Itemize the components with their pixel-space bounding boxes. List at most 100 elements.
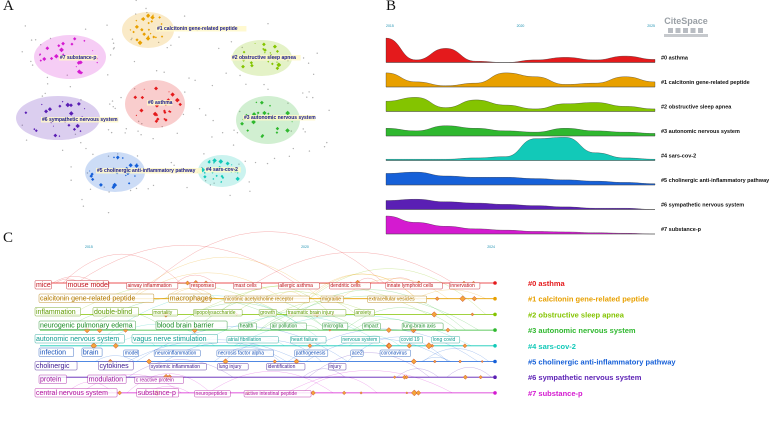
row-end <box>493 297 497 301</box>
scatter-node <box>137 130 138 131</box>
scatter-node <box>317 53 318 54</box>
keyword-label: protein <box>40 377 62 384</box>
timeline-legend-label: #3 autonomic nervous system <box>528 326 636 335</box>
timeline-node <box>311 391 316 396</box>
scatter-node <box>233 130 234 131</box>
scatter-node <box>85 148 86 149</box>
scatter-node <box>35 39 36 40</box>
scatter-node <box>47 83 48 84</box>
scatter-node <box>110 54 111 55</box>
scatter-node <box>199 108 200 109</box>
timeline-legend-label: #0 asthma <box>528 279 566 288</box>
timeline-legend-label: #7 substance-p <box>528 389 583 398</box>
keyword-label: lung-brain axis <box>403 324 436 330</box>
keyword-label: systemic inflammation <box>151 364 200 370</box>
keyword-label: microglia <box>323 324 343 330</box>
citation-arc <box>209 371 334 393</box>
keyword-label: lung injury <box>219 364 242 370</box>
scatter-node <box>45 93 46 94</box>
row-end <box>493 344 497 348</box>
scatter-node <box>108 212 109 213</box>
timeline-legend-label: #5 cholinergic anti-inflammatory pathway <box>528 358 676 367</box>
scatter-node <box>245 161 246 162</box>
scatter-node <box>324 146 325 147</box>
scatter-node <box>32 64 33 65</box>
scatter-node <box>140 134 141 135</box>
stream-label: #2 obstructive sleep apnea <box>661 105 732 111</box>
keyword-label: mast cells <box>234 283 257 289</box>
keyword-label: coronavirus <box>381 351 407 357</box>
scatter-node <box>92 154 93 155</box>
timeline-node <box>407 343 412 348</box>
scatter-node <box>167 47 168 48</box>
stream-label: #4 sars-cov-2 <box>661 154 696 160</box>
keyword-label: pathogenesis <box>296 351 326 357</box>
scatter-node <box>145 8 146 9</box>
citation-arc <box>302 376 377 393</box>
timeline-node <box>479 375 483 379</box>
scatter-node <box>328 110 329 111</box>
timeline-node <box>459 360 462 363</box>
scatter-node <box>107 74 108 75</box>
stream-area <box>386 216 655 234</box>
timeline-node <box>342 391 346 395</box>
logo-block <box>676 28 681 33</box>
cluster-label: #6 sympathetic nervous system <box>42 117 118 123</box>
cluster-label: #2 obstructive sleep apnea <box>232 55 296 61</box>
scatter-node <box>120 97 121 98</box>
timeline-node <box>446 328 450 332</box>
scatter-node <box>148 188 149 189</box>
keyword-label: nervous system <box>342 337 377 343</box>
cluster-map: #0 asthma #1 calcitonin gene-related pept… <box>16 0 330 213</box>
logo-base <box>664 34 708 37</box>
stream-area <box>386 38 655 62</box>
scatter-node <box>212 120 213 121</box>
scatter-node <box>114 47 115 48</box>
keyword-label: allergic asthma <box>279 283 313 289</box>
scatter-node <box>62 150 63 151</box>
scatter-node <box>70 86 71 87</box>
scatter-node <box>249 181 250 182</box>
scatter-node <box>231 41 232 42</box>
scatter-node <box>156 70 157 71</box>
keyword-label: health <box>240 324 254 330</box>
timeline-year: 2025 <box>647 24 655 28</box>
scatter-node <box>263 84 264 85</box>
scatter-node <box>304 131 305 132</box>
scatter-node <box>136 188 137 189</box>
scatter-node <box>25 25 26 26</box>
stream-area <box>386 126 655 136</box>
keyword-label: growth <box>260 310 275 316</box>
scatter-node <box>255 162 256 163</box>
timeline-node <box>118 391 122 395</box>
timeline-year: 2024 <box>487 245 495 249</box>
row-end <box>493 375 497 379</box>
timeline-node <box>471 313 474 316</box>
scatter-node <box>184 91 185 92</box>
cluster-label: #1 calcitonin gene-related peptide <box>157 26 238 32</box>
scatter-node <box>108 129 109 130</box>
cluster-label: #0 asthma <box>148 100 173 106</box>
scatter-node <box>237 132 238 133</box>
row-end <box>493 360 497 364</box>
scatter-node <box>308 91 309 92</box>
scatter-node <box>303 57 304 58</box>
scatter-node <box>173 165 174 166</box>
timeline-node <box>113 343 118 348</box>
timeline-node <box>416 391 421 396</box>
scatter-node <box>267 23 268 24</box>
keyword-label: c reactive protein <box>136 378 174 384</box>
keyword-label: central nervous system <box>36 390 108 397</box>
scatter-node <box>113 106 114 107</box>
timeline-legend-label: #6 sympathetic nervous system <box>528 373 642 382</box>
scatter-node <box>229 195 230 196</box>
scatter-node <box>289 156 290 157</box>
scatter-node <box>218 48 219 49</box>
stream-label: #6 sympathetic nervous system <box>661 203 744 209</box>
keyword-label: traumatic brain injury <box>288 310 335 316</box>
keyword-label: long covid <box>433 337 456 343</box>
scatter-node <box>306 97 307 98</box>
citation-arc <box>397 369 439 378</box>
keyword-label: blood brain barrier <box>157 323 214 330</box>
